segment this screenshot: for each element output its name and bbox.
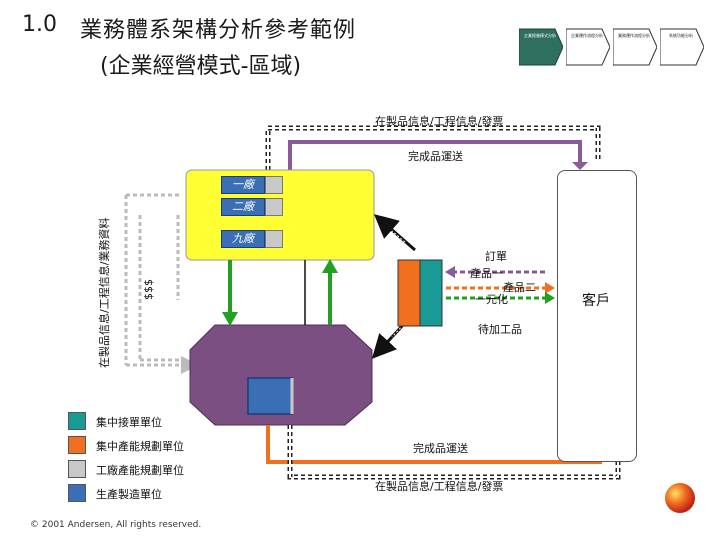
legend-swatch-central-capacity	[68, 436, 86, 454]
legend-label-factory-capacity: 工廠產能規劃單位	[96, 464, 184, 477]
pending-label: 待加工品	[478, 323, 522, 336]
customer-label: 客戶	[582, 293, 610, 309]
step-4-label: 系統功能分析	[669, 33, 693, 38]
page-title: 業務體系架構分析參考範例	[80, 18, 357, 43]
step-2-label: 企業運作流程分析	[571, 33, 603, 38]
bottom-info-label: 在製品信息/工程信息/發票	[375, 480, 504, 493]
step-2[interactable]: 企業運作流程分析	[566, 27, 610, 67]
department-1-planning	[265, 176, 283, 194]
production-cell	[247, 377, 293, 415]
money-label: $$$	[142, 279, 155, 300]
step-3-label: 業務運作流程分析	[618, 33, 650, 38]
legend-label-central-capacity: 集中產能規劃單位	[96, 440, 184, 453]
bottom-delivery-label: 完成品運送	[413, 442, 468, 455]
legend-swatch-factory-capacity	[68, 460, 86, 478]
left-info-label: 在製品信息/工程信息/業務資料	[98, 217, 111, 368]
department-9: 九廠	[221, 230, 265, 248]
title-number: 1.0	[22, 12, 57, 37]
step-3[interactable]: 業務運作流程分析	[613, 27, 657, 67]
copyright: © 2001 Andersen, All rights reserved.	[30, 520, 202, 530]
legend-swatch-order	[68, 412, 86, 430]
product-1-label: 產品一	[470, 267, 503, 280]
step-1[interactable]: 企業經營模式分析	[519, 27, 563, 67]
central-capacity-unit	[397, 259, 421, 327]
department-2-planning	[265, 198, 283, 216]
top-info-label: 在製品信息/工程信息/發票	[375, 115, 504, 128]
department-2: 二廠	[221, 198, 265, 216]
central-order-unit	[419, 259, 443, 327]
legend-swatch-production	[68, 484, 86, 502]
legend-label-production: 生產製造單位	[96, 488, 162, 501]
order-label: 訂單	[485, 250, 507, 263]
department-9-planning	[265, 230, 283, 248]
legend-label-order: 集中接單單位	[96, 416, 162, 429]
step-4[interactable]: 系統功能分析	[660, 27, 704, 67]
page-subtitle: (企業經營模式-區域)	[100, 54, 302, 79]
production-unit	[189, 324, 373, 426]
product-2-label: 產品二	[503, 281, 536, 294]
step-1-label: 企業經營模式分析	[524, 33, 556, 38]
logo-sphere	[665, 483, 695, 513]
top-delivery-flow	[288, 140, 582, 172]
department-1: 一廠	[221, 176, 265, 194]
customer-box	[557, 170, 637, 462]
unify-label: 一元化	[475, 293, 508, 306]
top-delivery-label: 完成品運送	[408, 150, 463, 163]
